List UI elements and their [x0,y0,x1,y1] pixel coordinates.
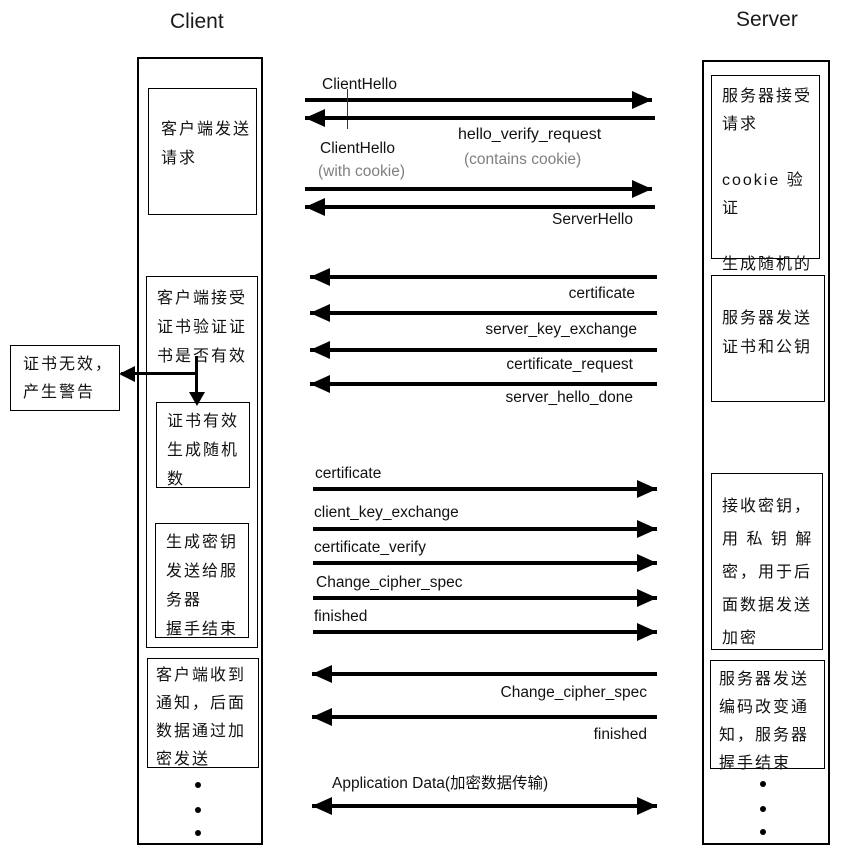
arrow-server-key-exchange [310,311,657,315]
label-change-cipher-spec-server: Change_cipher_spec [500,684,648,701]
server-ellipsis-dot [760,781,766,787]
label-contains-cookie: (contains cookie) [464,151,582,168]
server-box-send-cert: 服务器发送 证书和公钥 [711,275,825,402]
label-client-hello-cookie: ClientHello [320,140,395,157]
arrow-certificate-verify [313,561,657,565]
arrow-client-hello-cookie [305,187,652,191]
warning-branch-arrow [121,372,198,375]
arrow-application-data [312,804,657,808]
warning-box: 证书无效， 产生警告 [10,345,120,411]
arrow-server-hello [305,205,655,209]
arrow-server-hello-done [310,382,657,386]
label-server-hello: ServerHello [552,211,633,228]
server-box-accept: 服务器接受 请求 cookie 验证 生成随机的 session ID [711,75,820,301]
arrow-client-hello [305,98,652,102]
label-certificate-client: certificate [315,465,382,482]
retransmit-tick [347,89,348,129]
cert-check-down-arrow [195,356,198,398]
arrow-certificate-client [313,487,657,491]
label-server-hello-done: server_hello_done [505,389,633,406]
label-with-cookie: (with cookie) [318,163,405,180]
client-title: Client [170,10,224,33]
client-box-gen-key: 生成密钥 发送给服 务器 握手结束 [155,523,249,638]
server-ellipsis-dot [760,829,766,835]
label-change-cipher-spec-client: Change_cipher_spec [316,574,463,591]
client-ellipsis-dot [195,782,201,788]
label-finished-server: finished [593,726,647,743]
label-server-key-exchange: server_key_exchange [485,321,637,338]
arrow-certificate-request [310,348,657,352]
label-hello-verify-request: hello_verify_request [458,126,602,143]
label-application-data: Application Data(加密数据传输) [332,775,549,792]
label-certificate-verify: certificate_verify [314,539,426,556]
client-ellipsis-dot [195,807,201,813]
client-box-notified: 客户端收到 通知，后面 数据通过加 密发送 [147,658,259,768]
label-client-key-exchange: client_key_exchange [314,504,459,521]
arrow-change-cipher-spec-client [313,596,657,600]
server-title: Server [736,8,798,31]
label-client-hello: ClientHello [322,76,397,93]
client-box-cert-valid: 证书有效 生成随机 数 [156,402,250,488]
arrow-certificate-server [310,275,657,279]
arrow-client-key-exchange [313,527,657,531]
client-box-send-request: 客户端发送 请求 [148,88,257,215]
client-ellipsis-dot [195,830,201,836]
label-finished-client: finished [314,608,368,625]
label-certificate-request: certificate_request [506,356,633,373]
arrow-finished-client [313,630,657,634]
server-box-change-notice: 服务器发送 编码改变通 知，服务器 握手结束 [710,660,825,772]
label-certificate-server: certificate [568,285,635,302]
server-box-receive-key: 接收密钥， 用 私 钥 解 密，用于后 面数据发送 加密 [711,473,823,650]
arrow-hello-verify-request [305,116,655,120]
arrow-finished-server [312,715,657,719]
server-ellipsis-dot [760,806,766,812]
arrow-change-cipher-spec-server [312,672,657,676]
